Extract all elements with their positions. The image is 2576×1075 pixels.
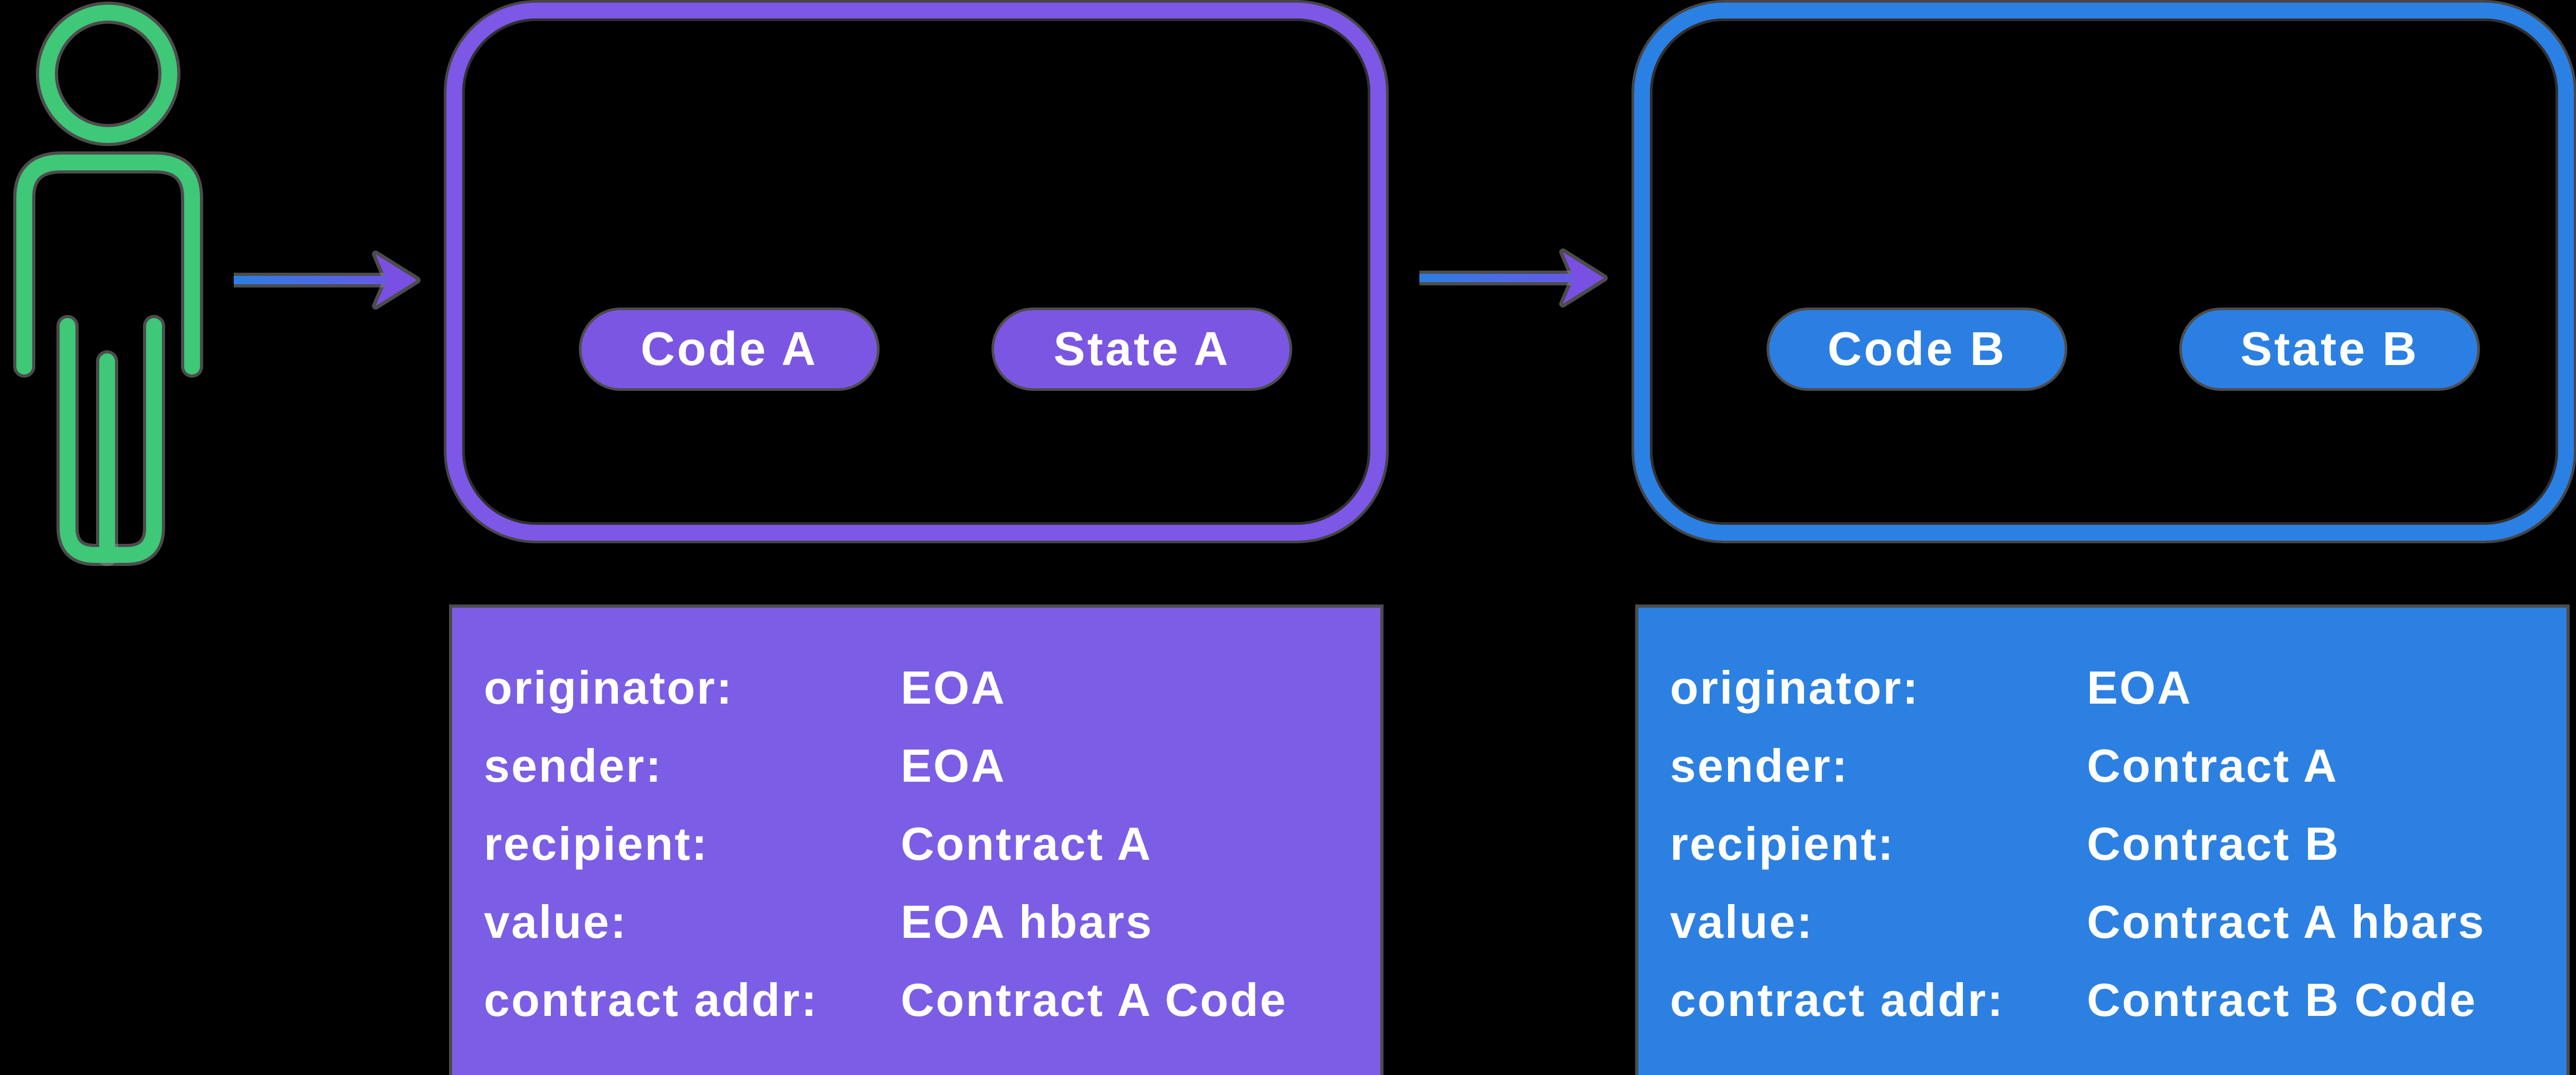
info-label: contract addr: bbox=[484, 974, 818, 1026]
state-b-pill: State B bbox=[2182, 310, 2477, 388]
arrow-eoa-to-contract-a bbox=[234, 254, 417, 306]
contract-b-container: Code B State B bbox=[1634, 3, 2574, 541]
info-value: EOA bbox=[901, 661, 1006, 714]
info-value: EOA bbox=[2087, 661, 2192, 714]
info-row: originator: EOA bbox=[1670, 649, 2545, 727]
info-value: Contract A bbox=[2087, 740, 2339, 792]
info-row: recipient: Contract B bbox=[1670, 805, 2545, 883]
code-b-label: Code B bbox=[1827, 322, 2007, 376]
state-b-label: State B bbox=[2240, 322, 2419, 376]
info-label: value: bbox=[1670, 896, 1814, 948]
info-row: contract addr: Contract A Code bbox=[484, 961, 1359, 1039]
info-label: sender: bbox=[484, 740, 663, 792]
info-label: recipient: bbox=[1670, 818, 1895, 870]
info-value: Contract A hbars bbox=[2087, 896, 2486, 948]
info-value: EOA bbox=[901, 740, 1006, 792]
info-row: sender: EOA bbox=[484, 727, 1359, 805]
code-a-label: Code A bbox=[641, 322, 818, 376]
info-label: value: bbox=[484, 896, 628, 948]
person-icon bbox=[24, 13, 192, 555]
info-value: Contract B bbox=[2087, 818, 2340, 870]
info-label: originator: bbox=[484, 661, 733, 714]
info-value: EOA hbars bbox=[901, 896, 1153, 948]
info-value: Contract B Code bbox=[2087, 974, 2477, 1026]
info-value: Contract A Code bbox=[901, 974, 1287, 1026]
state-a-pill: State A bbox=[994, 310, 1290, 388]
info-row: contract addr: Contract B Code bbox=[1670, 961, 2545, 1039]
contract-a-container: Code A State A bbox=[446, 3, 1386, 541]
info-row: recipient: Contract A bbox=[484, 805, 1359, 883]
info-value: Contract A bbox=[901, 818, 1152, 870]
info-row: value: Contract A hbars bbox=[1670, 883, 2545, 961]
code-a-pill: Code A bbox=[581, 310, 877, 388]
info-row: originator: EOA bbox=[484, 649, 1359, 727]
tx-b-details-panel: originator: EOA sender: Contract A recip… bbox=[1638, 608, 2567, 1075]
info-label: originator: bbox=[1670, 661, 1920, 714]
info-label: recipient: bbox=[484, 818, 709, 870]
info-row: value: EOA hbars bbox=[484, 883, 1359, 961]
code-b-pill: Code B bbox=[1769, 310, 2065, 388]
state-a-label: State A bbox=[1053, 322, 1230, 376]
info-label: sender: bbox=[1670, 740, 1849, 792]
info-row: sender: Contract A bbox=[1670, 727, 2545, 805]
info-label: contract addr: bbox=[1670, 974, 2005, 1026]
arrow-contract-a-to-contract-b bbox=[1419, 252, 1604, 304]
tx-a-details-panel: originator: EOA sender: EOA recipient: C… bbox=[452, 608, 1380, 1075]
